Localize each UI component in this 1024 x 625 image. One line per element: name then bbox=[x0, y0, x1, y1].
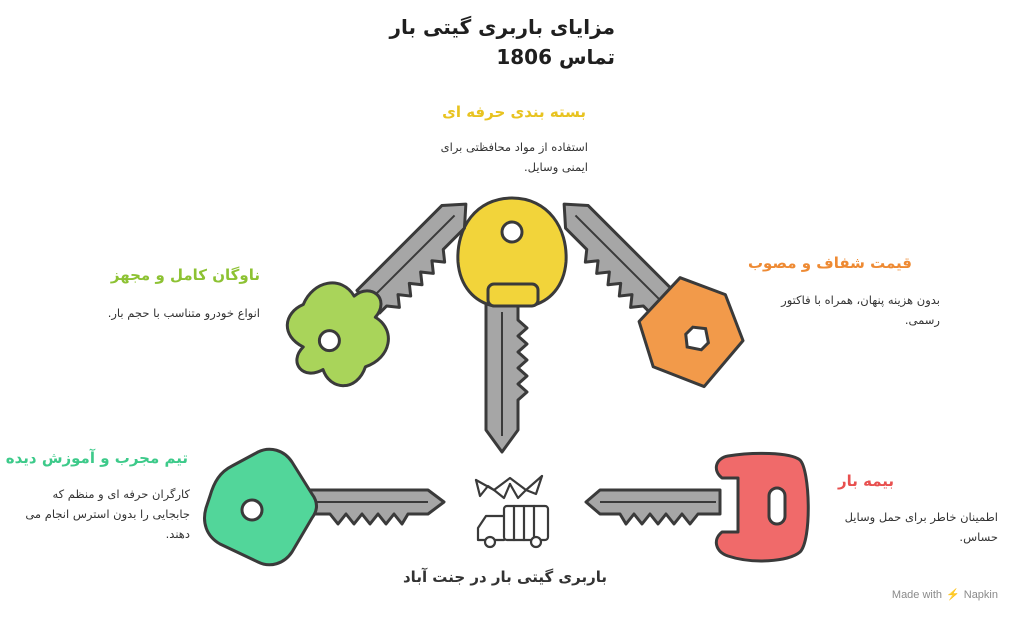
feature-insurance-desc: اطمینان خاطر برای حمل وسایل حساس. bbox=[844, 510, 998, 544]
key-insurance-head bbox=[714, 451, 810, 563]
key-fleet-hole bbox=[317, 329, 341, 353]
key-pricing bbox=[562, 202, 745, 389]
title-line-1: مزایای باربری گیتی بار bbox=[389, 15, 615, 39]
feature-packaging-title: بسته بندی حرفه ای bbox=[442, 103, 586, 121]
key-team bbox=[203, 447, 446, 567]
key-insurance-blade bbox=[584, 488, 722, 526]
truck-icon bbox=[474, 474, 550, 549]
key-team-blade bbox=[298, 488, 446, 526]
feature-fleet-desc: انواع خودرو متناسب با حجم بار. bbox=[107, 306, 260, 320]
page-title: مزایای باربری گیتی بار تماس 1806 bbox=[360, 12, 615, 72]
key-insurance-hole bbox=[767, 486, 787, 526]
feature-fleet-title: ناوگان کامل و مجهز bbox=[110, 266, 260, 284]
feature-pricing-desc: بدون هزینه پنهان، همراه با فاکتور رسمی. bbox=[781, 293, 940, 327]
key-team-hole bbox=[240, 498, 264, 522]
key-packaging-blade bbox=[484, 298, 529, 454]
feature-packaging-desc: استفاده از مواد محافظتی برای ایمنی وسایل… bbox=[440, 140, 588, 174]
center-label: باربری گیتی بار در جنت آباد bbox=[402, 568, 608, 586]
footer-credit: Made with⚡Napkin bbox=[892, 588, 998, 601]
title-line-2: تماس 1806 bbox=[496, 45, 615, 69]
napkin-logo-icon: ⚡ bbox=[946, 589, 960, 601]
made-with-text: Made with bbox=[891, 589, 943, 601]
key-pricing-hole bbox=[684, 325, 711, 352]
brand-text: Napkin bbox=[963, 589, 998, 601]
feature-pricing-title: قیمت شفاف و مصوب bbox=[747, 254, 912, 272]
key-packaging bbox=[456, 196, 568, 454]
key-fleet bbox=[285, 202, 468, 388]
feature-team-title: تیم مجرب و آموزش دیده bbox=[5, 449, 188, 467]
key-insurance bbox=[584, 451, 810, 563]
feature-insurance-title: بیمه بار bbox=[837, 472, 894, 490]
key-packaging-hole bbox=[500, 220, 524, 244]
feature-team-desc: کارگران حرفه ای و منظم که جابجایی را بدو… bbox=[25, 487, 190, 541]
